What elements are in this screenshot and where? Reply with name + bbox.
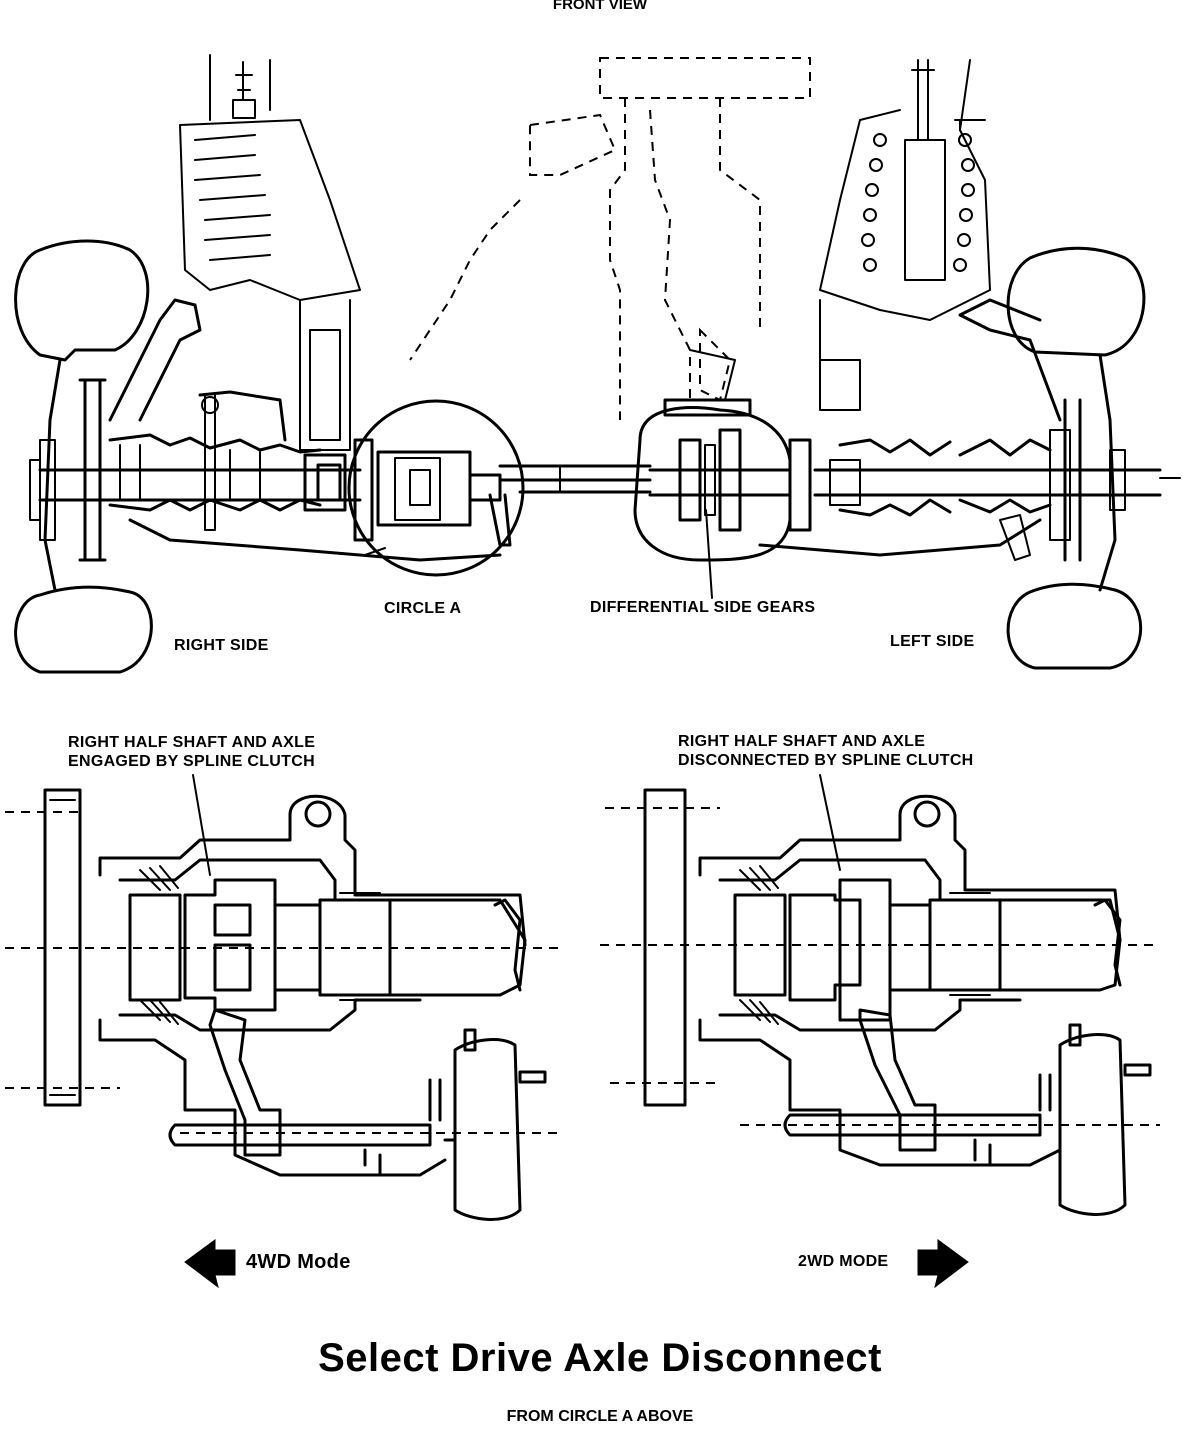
arrow-left-4wd-icon [184,1239,236,1289]
detail-2wd-disconnected [600,774,1160,1216]
arrow-right-2wd-icon [917,1239,969,1289]
page-title: Select Drive Axle Disconnect [318,1336,882,1380]
detail-4wd-engaged [5,774,560,1221]
mode-4wd-label: 4WD Mode [246,1251,351,1273]
differential-housing [633,398,792,599]
right-wheel-tire [14,239,153,674]
left-side-label: LEFT SIDE [890,633,975,650]
engaged-caption-line1: RIGHT HALF SHAFT AND AXLE [68,734,316,751]
axle-tube [498,464,652,494]
left-half-shaft [788,429,1181,541]
circle-a-detail-marker [347,399,525,577]
left-wheel-tire [1006,246,1146,670]
right-side-label: RIGHT SIDE [174,637,269,654]
front-view-label: FRONT VIEW [552,0,648,13]
engine-outline [409,57,861,420]
page-subtitle: FROM CIRCLE A ABOVE [506,1408,694,1425]
front-view-drawing [14,54,1181,674]
differential-side-gears-label: DIFFERENTIAL SIDE GEARS [590,599,816,616]
right-coil-spring [179,54,361,451]
suspension-arms [108,298,1062,562]
mode-2wd-label: 2WD MODE [798,1253,889,1270]
left-coil-spring [819,59,991,321]
engaged-caption-line2: ENGAGED BY SPLINE CLUTCH [68,753,315,770]
disconnected-caption-line2: DISCONNECTED BY SPLINE CLUTCH [678,752,974,769]
circle-a-label: CIRCLE A [384,600,462,617]
right-half-shaft [38,433,362,512]
disconnected-caption-line1: RIGHT HALF SHAFT AND AXLE [678,733,926,750]
